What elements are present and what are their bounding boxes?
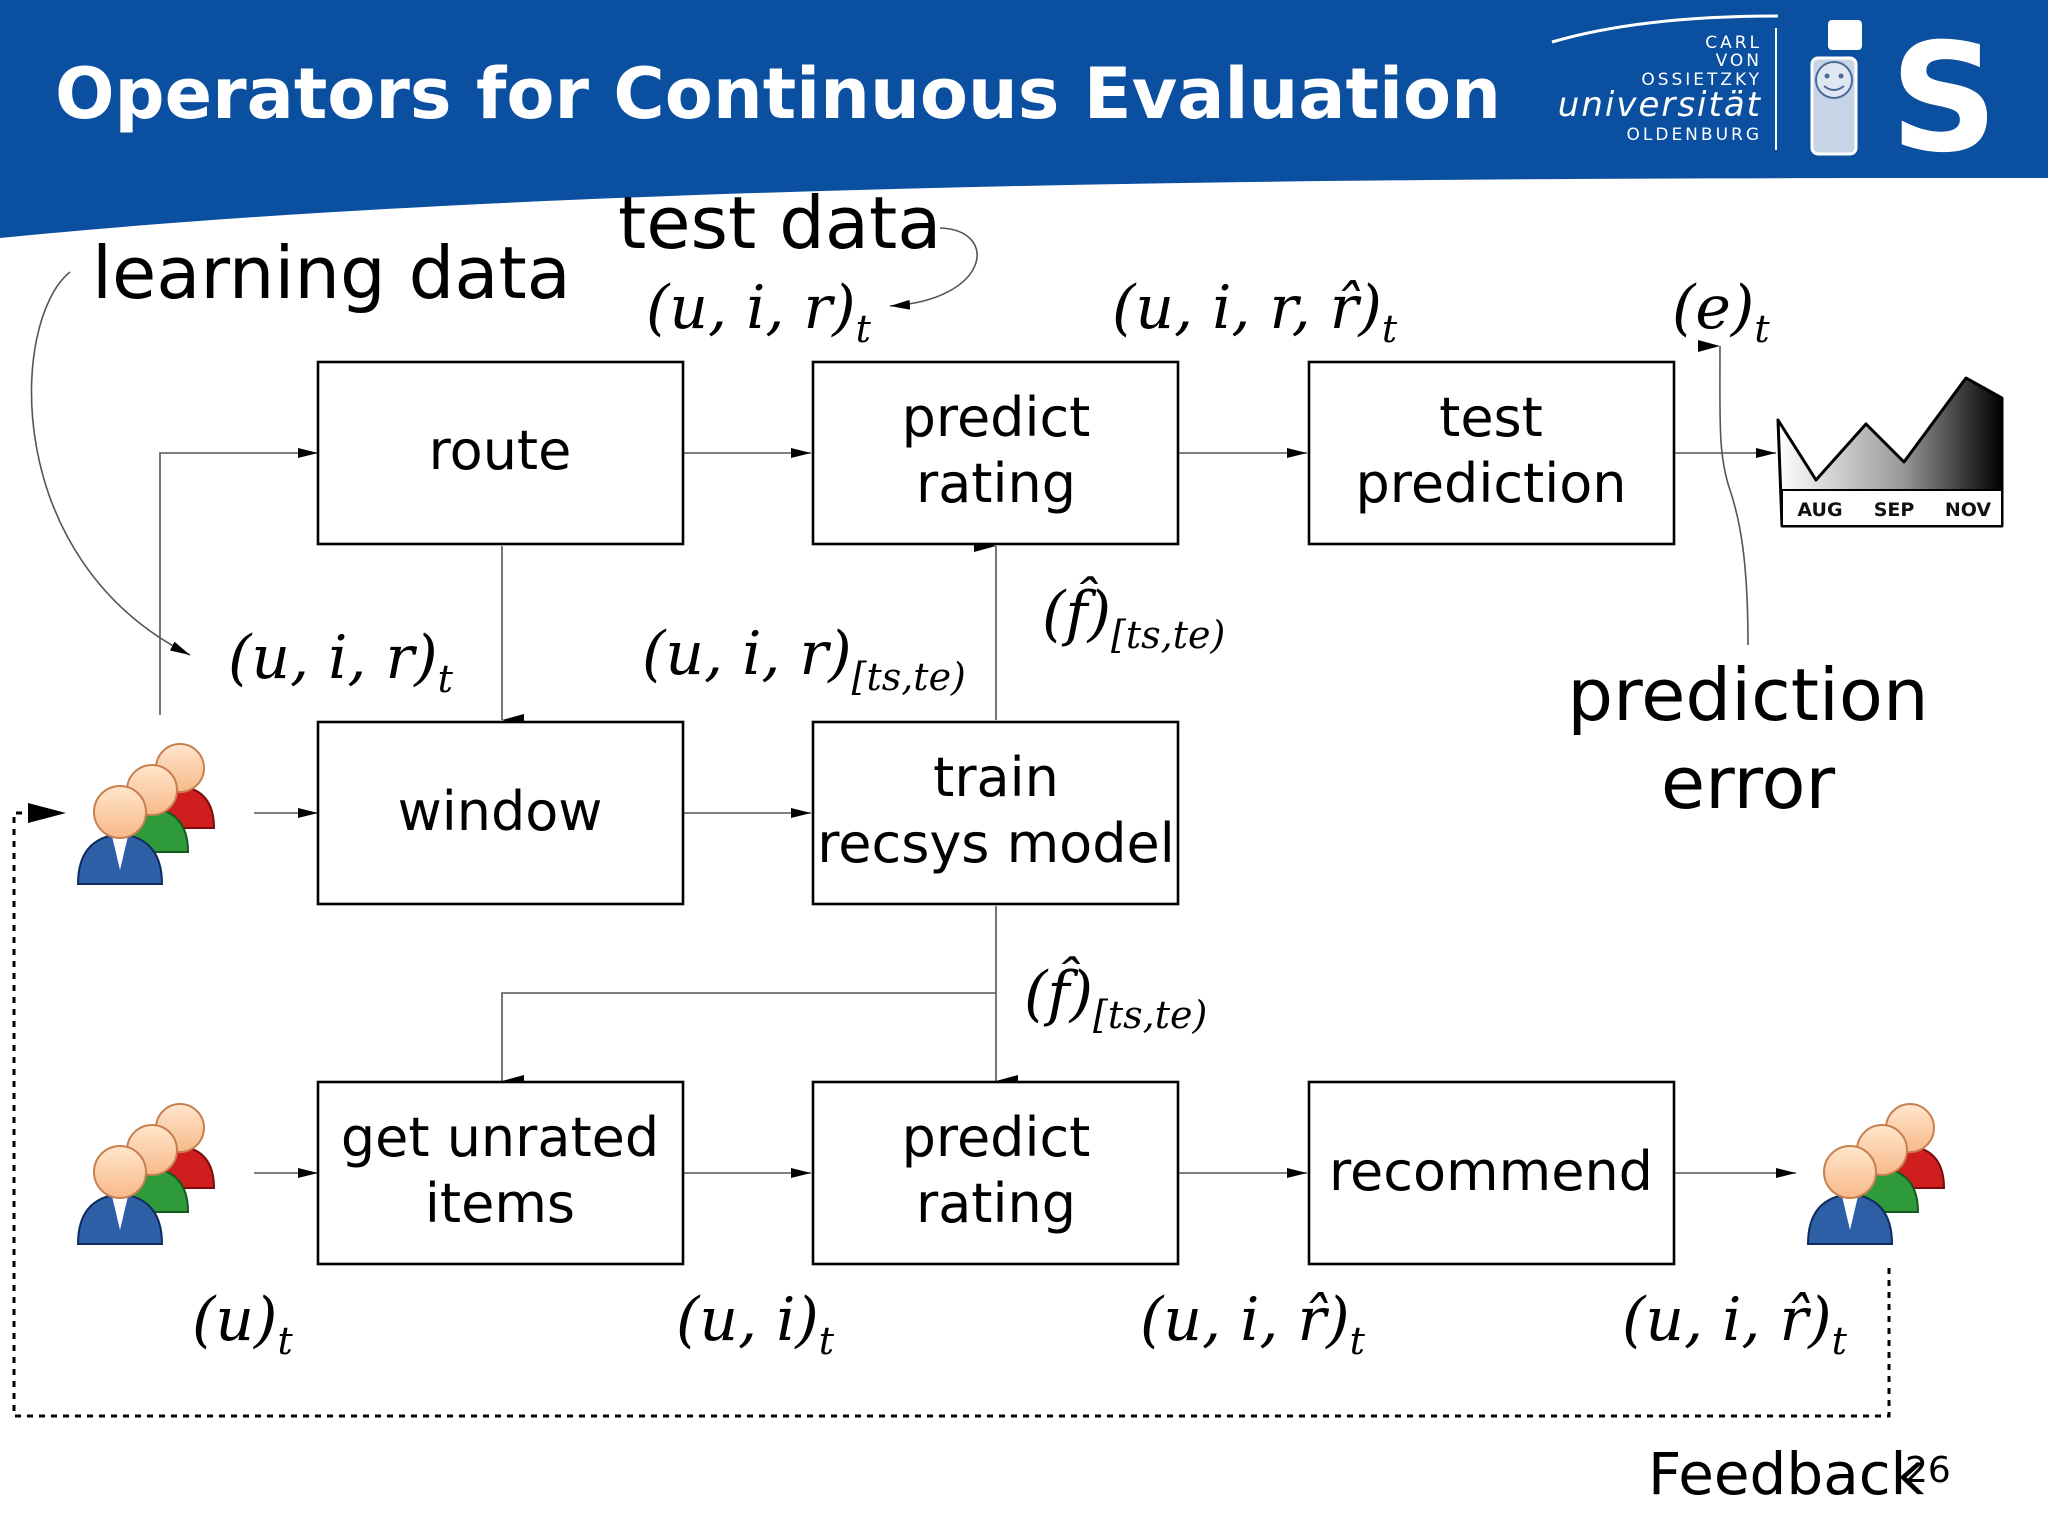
box-predict-rating-top-line2: rating [916,452,1076,515]
train-to-get-unrated-arrow [501,992,996,1087]
university-logo: CARL VON OSSIETZKY universität OLDENBURG… [1551,12,1998,186]
learning-data-arrow [30,271,191,656]
logo-line-oldenburg: OLDENBURG [1627,125,1763,145]
is-logo-mark: S [1810,12,1998,186]
test-data-arrow [889,227,978,310]
box-train-model-line2: recsys model [817,812,1174,875]
box-predict-rating-top-line1: predict [902,386,1091,449]
box-predict-rating-bottom: predict rating [811,1080,1180,1266]
box-predict-rating-bottom-line2: rating [916,1172,1076,1235]
learning-tuple-label: (u, i, r)t [228,623,454,701]
chart-month-sep: SEP [1874,499,1915,521]
box-get-unrated-items: get unrated items [316,1080,685,1266]
box-window-label: window [398,780,603,843]
prediction-error-label-line1: prediction [1567,653,1928,737]
users-to-route-arrow [159,448,318,715]
connectors [12,227,1891,1418]
page-number: 26 [1905,1450,1951,1491]
test-tuple-label: (u, i, r)t [646,273,872,351]
user-group-icon-bottom [77,1103,215,1245]
feedback-label: Feedback [1648,1440,1925,1508]
box-get-unrated-line2: items [425,1172,575,1235]
prediction-error-label-line2: error [1661,741,1836,825]
logo-line-carl: CARL [1705,33,1762,53]
logo-line-ossietzky: OSSIETZKY [1641,70,1762,90]
test-data-label: test data [618,181,941,265]
box-route-label: route [429,419,572,482]
chart-month-nov: NOV [1945,499,1992,521]
box-get-unrated-line1: get unrated [341,1106,659,1169]
box-test-prediction-line2: prediction [1356,452,1627,515]
error-tuple-label: (e)t [1672,273,1770,351]
box-window: window [316,720,685,906]
prediction-error-arrow [1697,339,1749,646]
box-recommend: recommend [1307,1080,1676,1266]
box-predict-rating-bottom-line1: predict [902,1106,1091,1169]
box-predict-rating-top: predict rating [811,360,1180,546]
box-train-model-line1: train [933,746,1059,809]
model-down-label: (f̂)[ts,te) [1024,956,1207,1037]
box-train-model: train recsys model [811,720,1180,906]
window-tuple-label: (u, i, r)[ts,te) [642,619,966,699]
rated-tuple-label-2: (u, i, r̂)t [1622,1285,1848,1363]
slide-title: Operators for Continuous Evaluation [55,53,1501,135]
box-test-prediction-line1: test [1439,386,1543,449]
logo-line-von: VON [1716,51,1762,71]
chart-month-aug: AUG [1797,499,1842,521]
box-test-prediction: test prediction [1307,360,1676,546]
error-chart: AUG SEP NOV [1776,376,2004,528]
user-tuple-label: (u)t [192,1285,293,1363]
user-item-tuple-label: (u, i)t [676,1285,835,1363]
rated-tuple-label-1: (u, i, r̂)t [1140,1285,1366,1363]
header-band [0,0,2048,238]
feedback-arrowhead [28,803,66,823]
is-letter: S [1890,12,1998,186]
model-up-label: (f̂)[ts,te) [1042,576,1225,657]
user-group-icon-top [77,743,215,885]
predicted-tuple-label: (u, i, r, r̂)t [1112,273,1398,351]
box-recommend-label: recommend [1329,1140,1653,1203]
user-group-icon-recommended [1807,1103,1945,1245]
box-route: route [316,360,685,546]
learning-data-label: learning data [92,231,571,315]
logo-line-universitaet: universität [1558,85,1762,125]
